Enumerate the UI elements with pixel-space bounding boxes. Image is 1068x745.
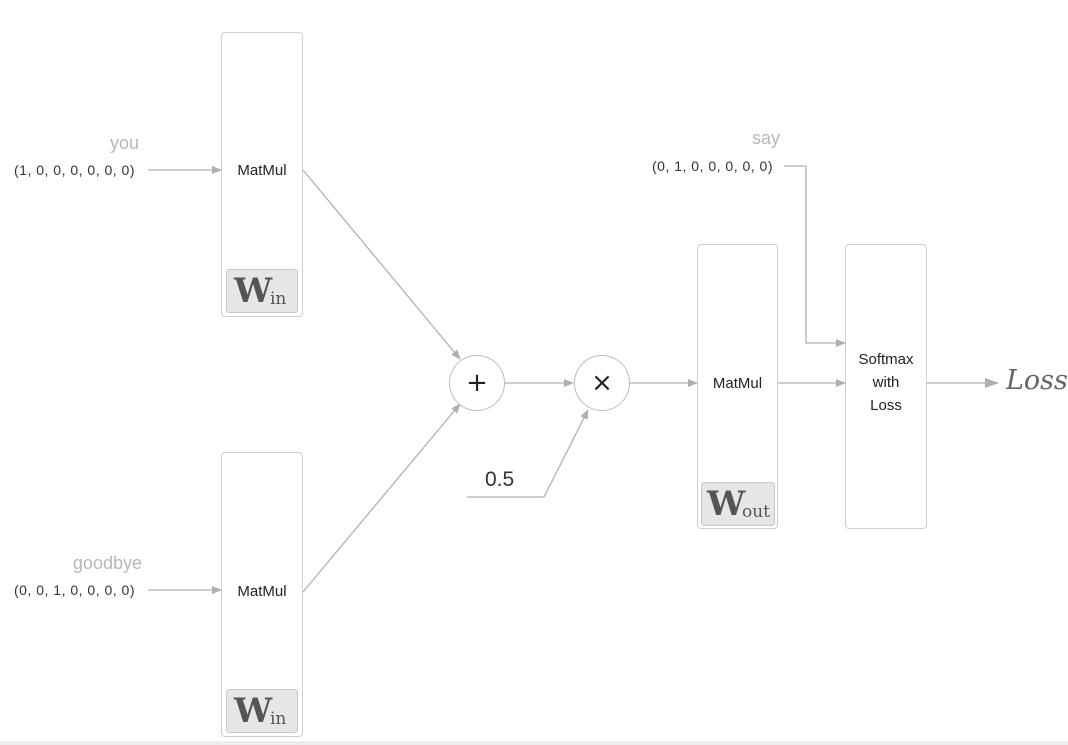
weight-subscript: in: [270, 289, 287, 309]
arrow-matmul1-to-add: [302, 169, 461, 360]
matmul-box-goodbye: MatMul W in: [221, 452, 303, 737]
softmax-with-loss-box: Softmax with Loss: [845, 244, 927, 529]
vector-say: (0, 1, 0, 0, 0, 0, 0): [652, 158, 774, 174]
weight-w-in-bottom: W in: [226, 689, 298, 733]
weight-subscript: out: [742, 502, 771, 522]
weight-symbol: W: [234, 691, 273, 731]
add-node: +: [449, 355, 505, 411]
matmul-box-you: MatMul W in: [221, 32, 303, 317]
multiply-node: ×: [574, 355, 630, 411]
softmax-label-line2: with: [872, 374, 900, 391]
weight-symbol: W: [234, 271, 273, 311]
word-say: say: [751, 128, 780, 148]
softmax-label-line1: Softmax: [858, 351, 914, 368]
matmul-label: MatMul: [712, 375, 763, 392]
weight-subscript: in: [270, 709, 287, 729]
matmul-label: MatMul: [237, 162, 287, 179]
word-you: you: [109, 133, 139, 153]
bottom-edge: [0, 741, 1068, 745]
word-goodbye: goodbye: [72, 553, 142, 573]
weight-w-in-top: W in: [226, 269, 298, 313]
weight-symbol: W: [707, 484, 746, 524]
scale-constant: 0.5: [485, 468, 515, 491]
arrow-say-to-softmax: [784, 165, 846, 347]
arrow-matmul2-to-add: [302, 403, 461, 593]
vector-you: (1, 0, 0, 0, 0, 0, 0): [14, 162, 136, 178]
matmul-box-out: MatMul W out: [697, 244, 778, 529]
arrow-scale-to-multiply: [467, 409, 589, 498]
weight-w-out: W out: [701, 482, 775, 526]
loss-output: Loss: [1006, 365, 1068, 396]
matmul-label: MatMul: [237, 583, 287, 600]
softmax-label-line3: Loss: [870, 397, 902, 414]
vector-goodbye: (0, 0, 1, 0, 0, 0, 0): [14, 582, 136, 598]
